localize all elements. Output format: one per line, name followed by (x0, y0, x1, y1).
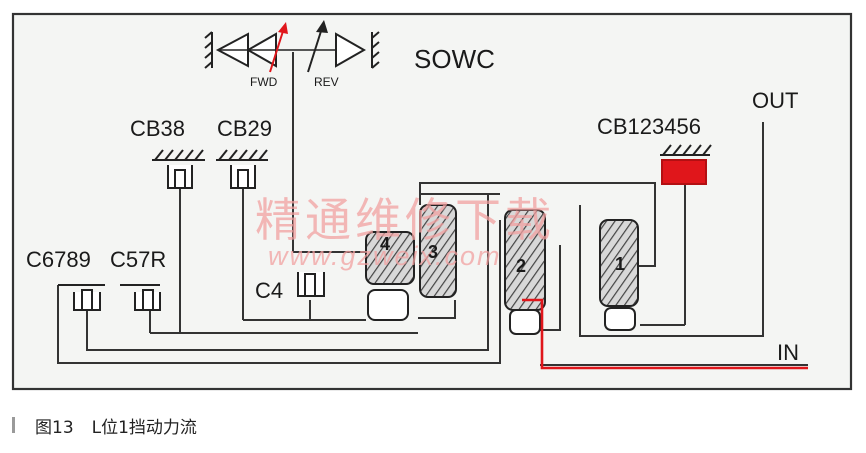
rev-label: REV (314, 75, 339, 89)
watermark-text: 精通维修下载 (255, 193, 555, 247)
sowc-clutch-symbol (204, 31, 380, 69)
rev-arrow-icon (307, 20, 328, 73)
figure-title: L位1挡动力流 (91, 417, 197, 438)
clutch-c57r-symbol (120, 284, 161, 311)
gear-label-2: 2 (516, 256, 526, 276)
watermark-url: www.gzweix.com (268, 241, 502, 271)
main-shaft-top (419, 182, 656, 267)
fwd-arrow-icon (269, 22, 288, 73)
power-flow-path (522, 298, 808, 370)
fwd-label: FWD (250, 75, 278, 89)
cb38-label: CB38 (130, 116, 185, 141)
c6789-label: C6789 (26, 247, 91, 272)
caption-marker (12, 417, 15, 433)
brake-cb29-symbol (216, 149, 268, 189)
c4-label: C4 (255, 278, 283, 303)
brake-cb123456-symbol (660, 144, 712, 185)
c6789-inner-line (86, 194, 489, 351)
gear-label-4: 4 (380, 234, 390, 254)
in-label: IN (777, 340, 799, 365)
sowc-label: SOWC (414, 44, 495, 74)
figure-caption: 图13 L位1挡动力流 (12, 410, 197, 440)
gear-label-1: 1 (615, 254, 625, 274)
diagram-frame (11, 12, 853, 391)
gearset-2 (504, 209, 546, 335)
clutch-c4-symbol (297, 272, 325, 297)
output-shaft (579, 122, 764, 337)
out-label: OUT (752, 88, 798, 113)
c6789-line (57, 220, 501, 364)
brake-cb38-symbol (152, 149, 205, 189)
figure-number: 图13 (35, 417, 74, 438)
gearset-3-4 (365, 204, 457, 321)
cb29-label: CB29 (217, 116, 272, 141)
cb123456-label: CB123456 (597, 114, 701, 139)
clutch-c6789-symbol (58, 284, 105, 311)
gearset-1 (599, 219, 639, 331)
gear-label-3: 3 (428, 242, 438, 262)
c57r-label: C57R (110, 247, 166, 272)
